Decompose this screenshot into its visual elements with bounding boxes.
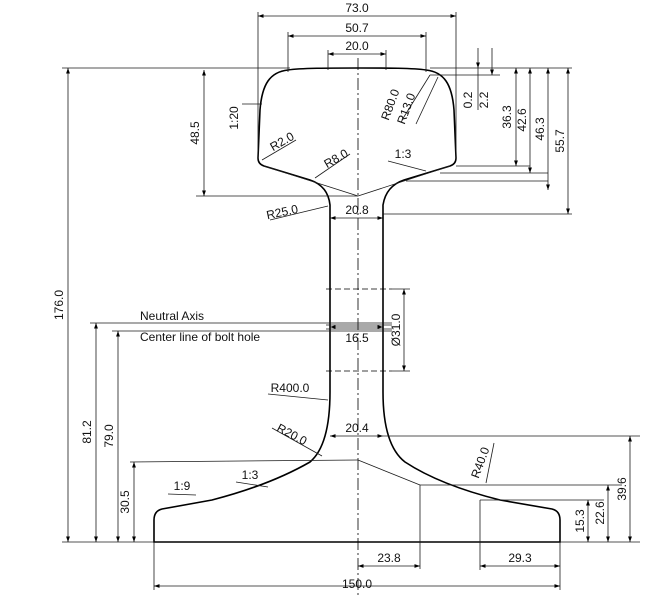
dim-neutral-axis-height: 81.2 xyxy=(80,420,94,444)
dim-crown-drop: 0.2 xyxy=(461,91,475,108)
dim-bolt-hole-dia: Ø31.0 xyxy=(389,313,403,346)
dimension-labels: 73.0 50.7 20.0 0.2 2.2 36.3 42.6 46.3 55… xyxy=(52,1,629,591)
dim-head-depth: 55.7 xyxy=(553,129,567,153)
slope-foot-lower: 1:9 xyxy=(174,479,191,493)
dim-fishing-height: 46.3 xyxy=(533,117,547,141)
dim-base-width: 150.0 xyxy=(342,577,372,591)
dim-web-mid-width: 16.5 xyxy=(345,331,369,345)
dim-crown-width: 20.0 xyxy=(345,39,369,53)
radius-r40: R40.0 xyxy=(468,445,492,480)
dim-foot-flange-a: 23.8 xyxy=(377,551,401,565)
slope-foot-upper: 1:3 xyxy=(242,468,259,482)
dim-head-width: 73.0 xyxy=(345,1,369,15)
dim-crown-edge-drop: 2.2 xyxy=(477,91,491,108)
dim-head-side-height: 36.3 xyxy=(500,105,514,129)
axis-labels: Neutral Axis Center line of bolt hole xyxy=(140,309,260,344)
radius-r2: R2.0 xyxy=(268,129,297,154)
dim-head-top-width: 50.7 xyxy=(345,21,369,35)
slope-head-side: 1:20 xyxy=(227,106,241,130)
radius-r20: R20.0 xyxy=(274,421,309,449)
radius-r25: R25.0 xyxy=(265,202,300,222)
dim-rail-height: 176.0 xyxy=(52,290,66,320)
dim-foot-top: 39.6 xyxy=(615,477,629,501)
neutral-axis-label: Neutral Axis xyxy=(140,309,204,323)
radius-r8: R8.0 xyxy=(322,146,351,171)
dim-web-top-width: 20.8 xyxy=(345,203,369,217)
dim-web-bottom-width: 20.4 xyxy=(345,421,369,435)
rail-outline xyxy=(153,67,561,543)
slope-head-under: 1:3 xyxy=(395,147,412,161)
dim-foot-flange-b: 29.3 xyxy=(508,551,532,565)
radius-labels: R80.0 R13.0 R2.0 R8.0 R25.0 R400.0 R20.0… xyxy=(265,87,492,480)
dim-foot-edge: 15.3 xyxy=(573,509,587,533)
dim-foot-height: 30.5 xyxy=(118,490,132,514)
slope-labels: 1:20 1:3 1:3 1:9 xyxy=(174,106,412,493)
dim-head-underside-height: 42.6 xyxy=(515,108,529,132)
dim-foot-mid: 22.6 xyxy=(593,501,607,525)
dim-head-height: 48.5 xyxy=(188,121,202,145)
construction-lines xyxy=(129,165,451,569)
dim-bolt-hole-height: 79.0 xyxy=(102,424,116,448)
radius-r400: R400.0 xyxy=(271,381,310,395)
dimension-lines xyxy=(62,12,640,590)
bolt-hole xyxy=(326,288,392,372)
bolt-centerline-label: Center line of bolt hole xyxy=(140,330,260,344)
